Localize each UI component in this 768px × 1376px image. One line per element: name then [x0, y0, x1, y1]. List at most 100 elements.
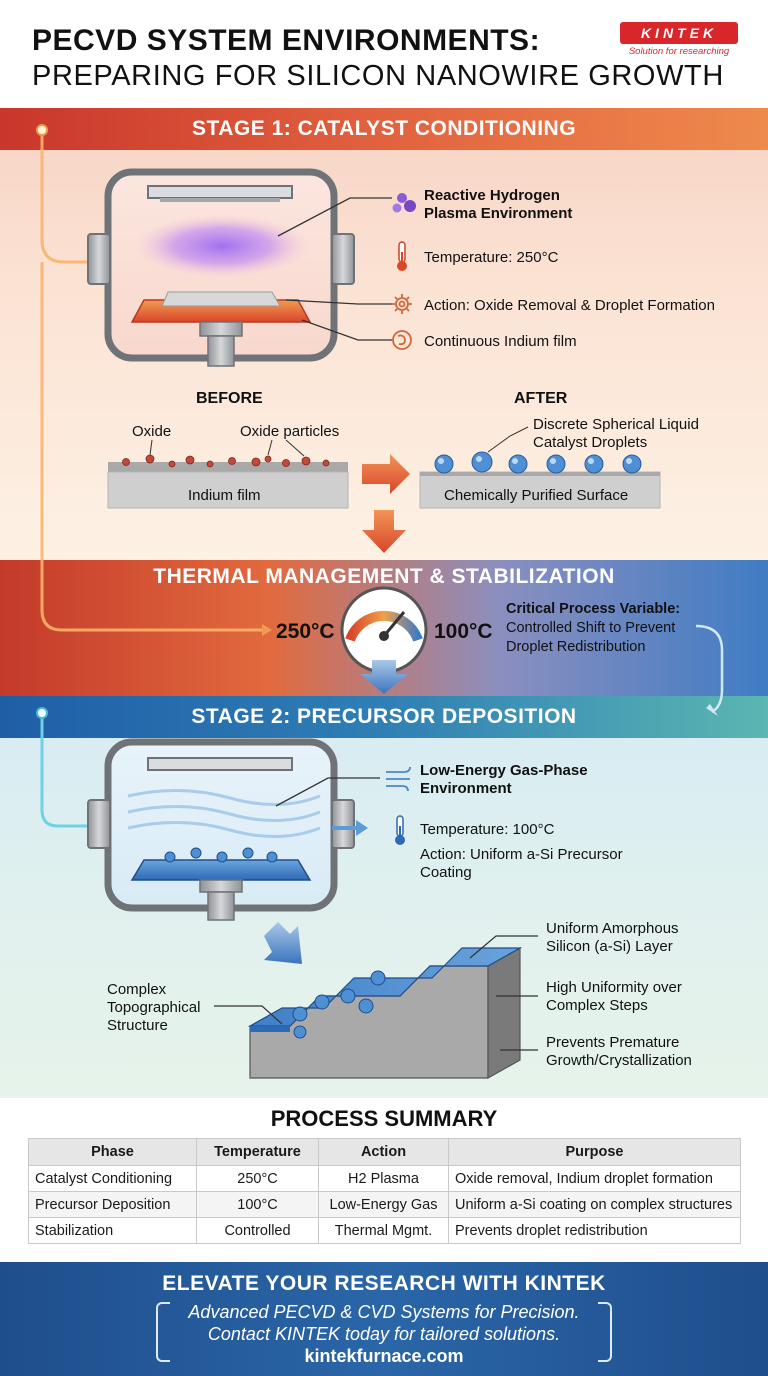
- logo-text: KINTEK: [620, 22, 738, 44]
- stage1-banner: STAGE 1: CATALYST CONDITIONING: [0, 108, 768, 150]
- gas-arrow: [332, 820, 368, 836]
- table-row: Precursor Deposition 100°C Low-Energy Ga…: [28, 1191, 741, 1218]
- thermometer-icon-2: [395, 815, 405, 845]
- col-purpose: Purpose: [448, 1138, 741, 1166]
- oxide-label: Oxide: [132, 423, 172, 440]
- uniformity-label-1: High Uniformity over: [546, 979, 682, 996]
- table-row: Stabilization Controlled Thermal Mgmt. P…: [28, 1217, 741, 1244]
- summary-header-row: Phase Temperature Action Purpose: [28, 1138, 741, 1166]
- footer-bracket-left: [156, 1302, 170, 1362]
- critical-label: Critical Process Variable:: [506, 601, 681, 617]
- stage2-chamber: [87, 738, 355, 921]
- stage2-flow-line: [40, 713, 92, 828]
- after-heading: AFTER: [514, 390, 568, 407]
- col-action: Action: [318, 1138, 449, 1166]
- stage2-flow-dot: [36, 707, 48, 719]
- footer-title: ELEVATE YOUR RESEARCH WITH KINTEK: [162, 1272, 606, 1295]
- layer-label-2: Silicon (a-Si) Layer: [546, 938, 673, 955]
- diagonal-arrow: [264, 922, 302, 964]
- cell-purpose: Uniform a-Si coating on complex structur…: [448, 1191, 741, 1218]
- gas-label-2: Environment: [420, 780, 512, 797]
- connector-arrowhead: [706, 704, 718, 716]
- after-diagram: [419, 426, 661, 509]
- gear-icon: [392, 294, 412, 314]
- stage2-banner: STAGE 2: PRECURSOR DEPOSITION: [0, 696, 768, 738]
- purified-surface-label: Chemically Purified Surface: [444, 487, 629, 504]
- stage1-action: Action: Oxide Removal & Droplet Formatio…: [424, 297, 715, 314]
- thermometer-icon: [397, 241, 407, 271]
- flow-arrowhead: [262, 624, 272, 636]
- footer-url-link[interactable]: kintekfurnace.com: [304, 1346, 464, 1366]
- cell-temperature: 100°C: [196, 1191, 319, 1218]
- cell-phase: Catalyst Conditioning: [28, 1165, 197, 1192]
- droplets-label-2: Catalyst Droplets: [533, 434, 648, 451]
- footer-line1: Advanced PECVD & CVD Systems for Precisi…: [188, 1302, 580, 1322]
- col-temperature: Temperature: [196, 1138, 319, 1166]
- wind-icon: [386, 766, 411, 792]
- stage1-callouts: [277, 197, 392, 341]
- summary-title: PROCESS SUMMARY: [270, 1106, 498, 1131]
- before-heading: BEFORE: [196, 390, 263, 407]
- temp-to: 100°C: [434, 620, 493, 643]
- step-structure: [247, 946, 523, 1080]
- footer-line2: Contact KINTEK today for tailored soluti…: [207, 1324, 561, 1344]
- down-arrow-thermal: [360, 660, 408, 694]
- before-diagram: [107, 439, 349, 509]
- page-title-line1: PECVD SYSTEM ENVIRONMENTS:: [32, 24, 541, 57]
- stage1-flow-dot: [36, 124, 48, 136]
- thermal-stage2-connector: [695, 624, 724, 714]
- droplets-label-1: Discrete Spherical Liquid: [533, 416, 699, 433]
- cell-purpose: Prevents droplet redistribution: [448, 1217, 741, 1244]
- gas-label-1: Low-Energy Gas-Phase: [420, 762, 588, 779]
- oxide-particles-label: Oxide particles: [240, 423, 340, 440]
- stage2-temperature: Temperature: 100°C: [420, 821, 555, 838]
- stage1-film: Continuous Indium film: [424, 333, 577, 350]
- gauge-icon: [340, 586, 428, 674]
- topo-label-2: Topographical: [107, 999, 201, 1016]
- col-phase: Phase: [28, 1138, 197, 1166]
- plasma-label-1: Reactive Hydrogen: [424, 187, 560, 204]
- thermal-title: THERMAL MANAGEMENT & STABILIZATION: [153, 565, 615, 588]
- page-title-line2: PREPARING FOR SILICON NANOWIRE GROWTH: [32, 60, 724, 92]
- cell-phase: Stabilization: [28, 1217, 197, 1244]
- stage1-temperature: Temperature: 250°C: [424, 249, 559, 266]
- temp-from: 250°C: [276, 620, 335, 643]
- film-icon: [392, 330, 412, 350]
- cell-purpose: Oxide removal, Indium droplet formation: [448, 1165, 741, 1192]
- summary-table: Phase Temperature Action Purpose Catalys…: [28, 1138, 741, 1244]
- uniformity-label-2: Complex Steps: [546, 997, 648, 1014]
- header: PECVD SYSTEM ENVIRONMENTS: PREPARING FOR…: [0, 0, 768, 108]
- critical-variable: Critical Process Variable: Controlled Sh…: [506, 600, 680, 657]
- cell-action: H2 Plasma: [318, 1165, 449, 1192]
- cell-phase: Precursor Deposition: [28, 1191, 197, 1218]
- cell-action: Thermal Mgmt.: [318, 1217, 449, 1244]
- stage2-action-2: Coating: [420, 864, 472, 881]
- prevents-label-1: Prevents Premature: [546, 1034, 680, 1051]
- plasma-label-2: Plasma Environment: [424, 205, 573, 222]
- stage1-flow-line: [40, 130, 262, 632]
- cell-temperature: Controlled: [196, 1217, 319, 1244]
- topo-label-1: Complex: [107, 981, 167, 998]
- stage2-callouts: [275, 777, 380, 807]
- prevents-label-2: Growth/Crystallization: [546, 1052, 692, 1069]
- before-after-arrow: [362, 454, 410, 494]
- cell-action: Low-Energy Gas: [318, 1191, 449, 1218]
- stage2-action-1: Action: Uniform a-Si Precursor: [420, 846, 623, 863]
- topo-label-3: Structure: [107, 1017, 168, 1034]
- plasma-glow: [134, 214, 310, 278]
- cell-temperature: 250°C: [196, 1165, 319, 1192]
- critical-line2: Controlled Shift to Prevent: [506, 620, 676, 636]
- stage1-chamber: [87, 168, 355, 367]
- layer-label-1: Uniform Amorphous: [546, 920, 679, 937]
- footer: [0, 1262, 768, 1376]
- logo-tagline: Solution for researching: [628, 46, 730, 57]
- kintek-logo: KINTEK Solution for researching: [620, 22, 738, 57]
- step-callouts: [214, 935, 538, 1051]
- molecule-icon: [392, 193, 416, 213]
- down-arrow-stage1: [362, 510, 406, 553]
- diagram-graphics: [36, 124, 724, 1080]
- critical-line3: Droplet Redistribution: [506, 639, 646, 655]
- table-row: Catalyst Conditioning 250°C H2 Plasma Ox…: [28, 1165, 741, 1192]
- indium-film-label: Indium film: [188, 487, 261, 504]
- footer-bracket-right: [598, 1302, 612, 1362]
